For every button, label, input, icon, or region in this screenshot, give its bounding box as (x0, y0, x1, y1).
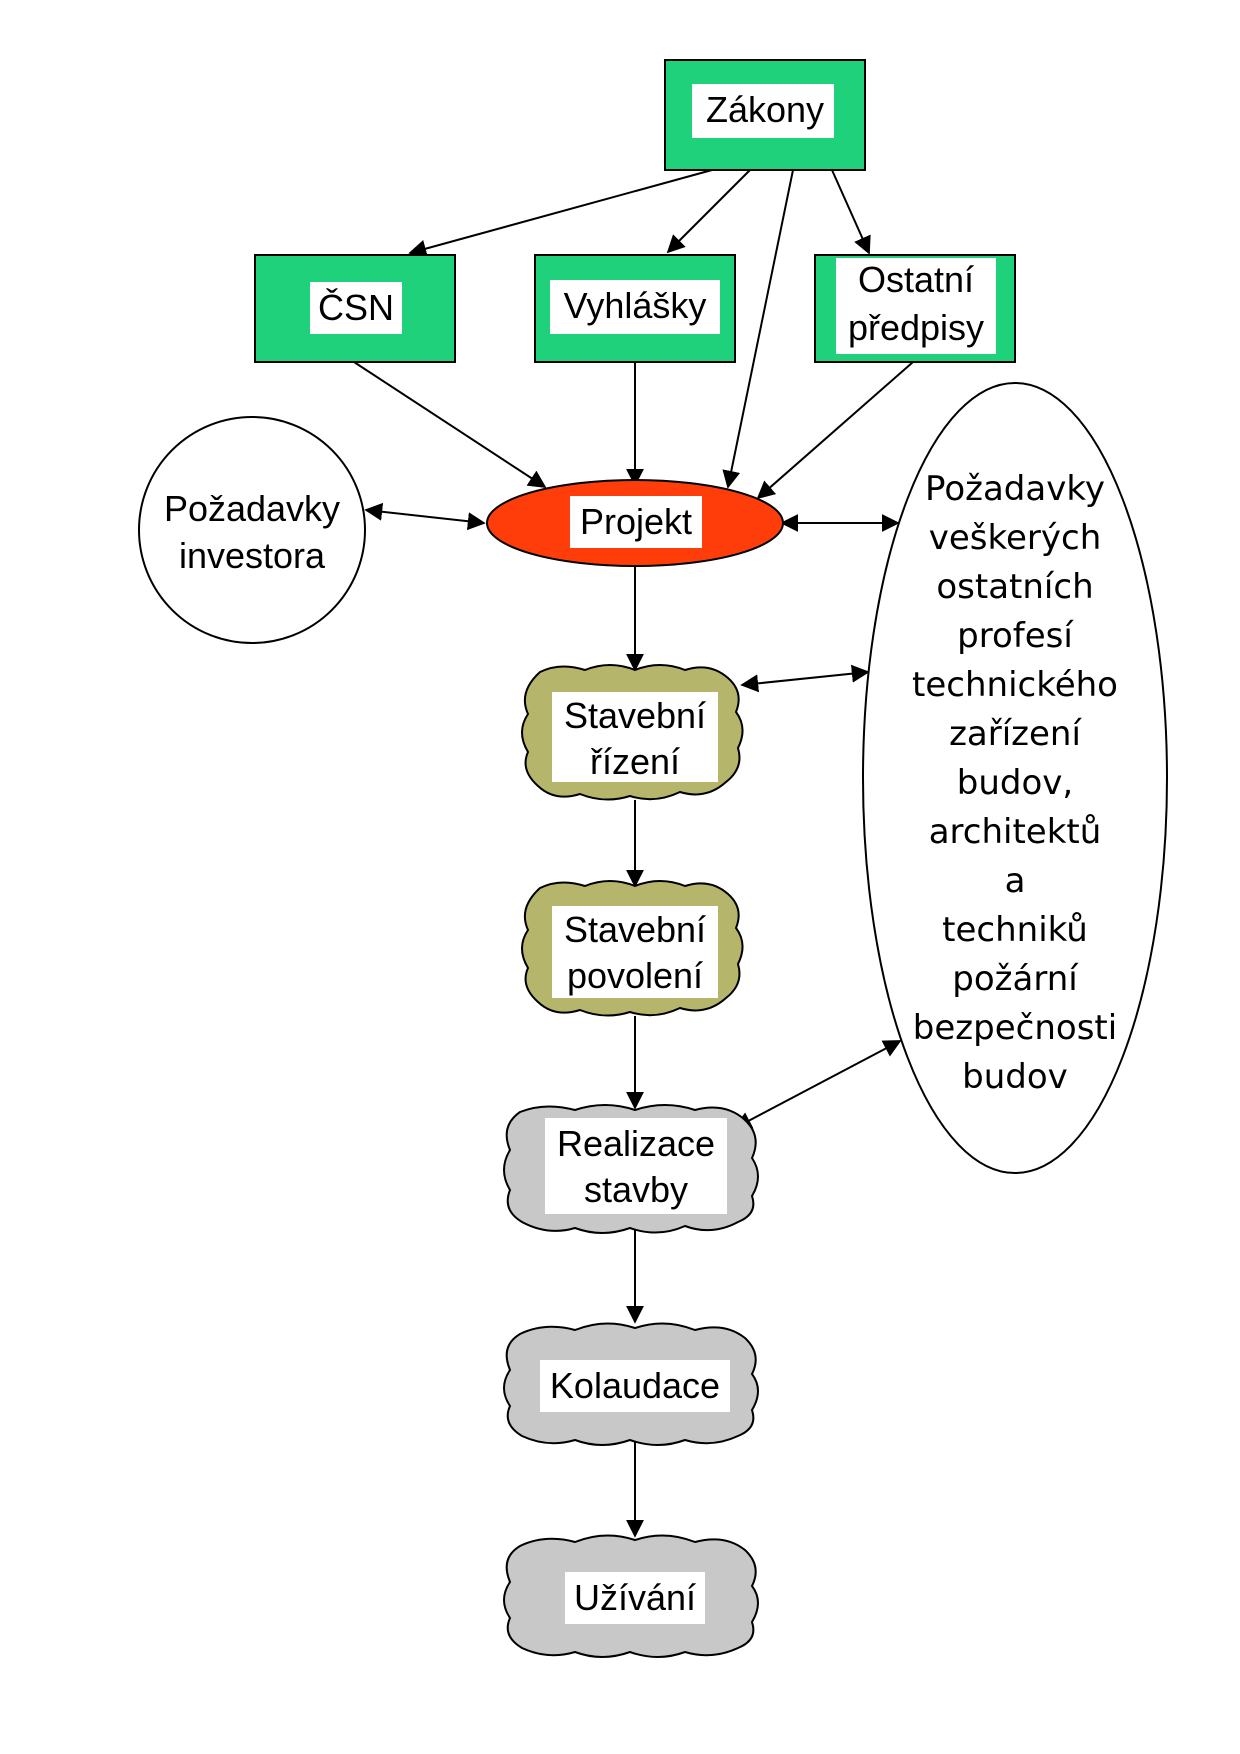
ostatni-predpisy-line-1: Ostatní (858, 259, 974, 300)
stavebni-rizeni-line-1: Stavební (564, 695, 706, 736)
stavebni-rizeni-label-bg (552, 692, 718, 782)
csn-label: ČSN (318, 287, 394, 328)
pozadavky-profesi-line-11: požární (952, 959, 1079, 999)
edge-zakony-csn (408, 169, 713, 258)
edge-realizace-profese (733, 1040, 902, 1129)
edges (353, 169, 914, 1538)
pozadavky-profesi-line-1: Požadavky (925, 469, 1105, 509)
pozadavky-investora-line-1: Požadavky (164, 488, 340, 529)
node-stavebni-povoleni: Stavební povolení (521, 880, 744, 1017)
kolaudace-label-bg (540, 1360, 730, 1412)
edge-zakony-projekt (722, 169, 794, 489)
uzivani-label-bg (565, 1572, 705, 1624)
pozadavky-profesi-line-5: technického (912, 665, 1118, 705)
node-stavebni-rizeni: Stavební řízení (521, 664, 744, 801)
node-kolaudace: Kolaudace (503, 1322, 759, 1446)
pozadavky-profesi-line-4: profesí (957, 616, 1074, 656)
node-ostatni-predpisy: Ostatní předpisy (814, 254, 1016, 363)
pozadavky-profesi-line-2: veškerých (929, 518, 1102, 558)
pozadavky-profesi-ellipse (862, 382, 1168, 1174)
pozadavky-profesi-line-6: zařízení (949, 714, 1082, 754)
stavebni-povoleni-line-2: povolení (567, 955, 703, 996)
pozadavky-investora-line-2: investora (179, 535, 326, 576)
zakony-label-bg (692, 84, 834, 138)
node-uzivani: Užívání (503, 1534, 759, 1658)
edge-investor-projekt (364, 502, 486, 531)
node-pozadavky-investora: Požadavky investora (138, 416, 366, 644)
kolaudace-label: Kolaudace (550, 1365, 720, 1406)
node-projekt: Projekt (486, 479, 784, 567)
edge-csn-projekt (353, 361, 547, 488)
edge-zakony-vyhlasky (666, 169, 751, 254)
uzivani-label: Užívání (574, 1577, 696, 1618)
ostatni-predpisy-line-2: předpisy (848, 307, 984, 348)
pozadavky-profesi-line-3: ostatních (936, 567, 1093, 607)
node-zakony: Zákony (664, 59, 866, 171)
realizace-stavby-line-2: stavby (584, 1169, 688, 1210)
projekt-label: Projekt (580, 501, 692, 542)
pozadavky-profesi-line-7: budov, (957, 763, 1073, 803)
projekt-label-bg (570, 496, 702, 548)
zakony-label: Zákony (706, 89, 824, 130)
stavebni-povoleni-line-1: Stavební (564, 909, 706, 950)
edge-ostatni-projekt (756, 361, 914, 500)
realizace-stavby-label-bg (545, 1118, 727, 1214)
node-csn: ČSN (254, 254, 456, 363)
pozadavky-profesi-line-9: a (1005, 861, 1026, 901)
edge-rizeni-profese (740, 664, 870, 693)
pozadavky-investora-circle (138, 416, 366, 644)
pozadavky-profesi-line-13: budov (962, 1057, 1068, 1097)
stavebni-povoleni-label-bg (552, 906, 718, 998)
node-vyhlasky: Vyhlášky (534, 254, 736, 363)
vyhlasky-label-bg (550, 280, 720, 334)
stavebni-rizeni-line-2: řízení (590, 741, 680, 782)
edge-zakony-ostatni (831, 169, 871, 255)
node-realizace-stavby: Realizace stavby (503, 1104, 759, 1234)
csn-label-bg (310, 282, 402, 334)
vyhlasky-label: Vyhlášky (564, 285, 707, 326)
node-pozadavky-profesi: Požadavky veškerých ostatních profesí te… (862, 382, 1168, 1174)
pozadavky-profesi-line-8: architektů (929, 812, 1102, 852)
pozadavky-profesi-line-10: techniků (942, 910, 1088, 950)
ostatni-predpisy-label-bg (836, 258, 996, 354)
pozadavky-profesi-line-12: bezpečnosti (913, 1008, 1117, 1048)
realizace-stavby-line-1: Realizace (557, 1123, 715, 1164)
